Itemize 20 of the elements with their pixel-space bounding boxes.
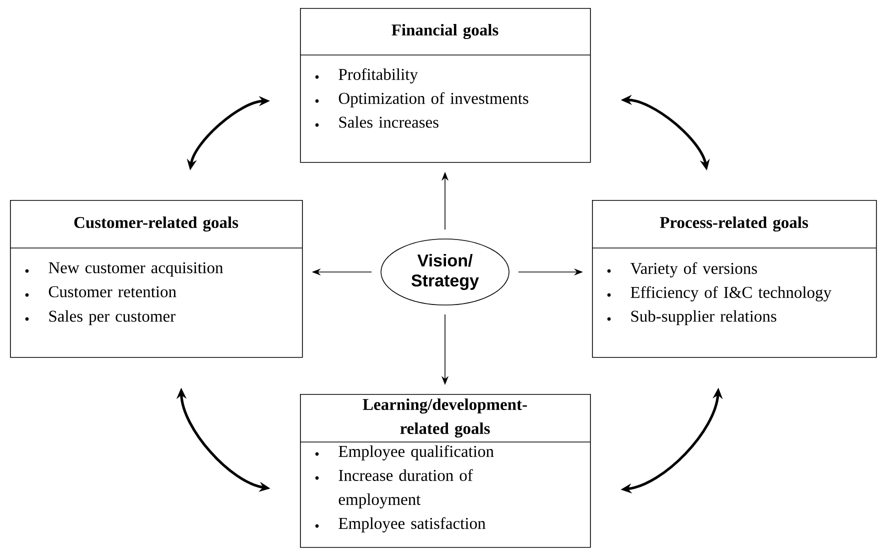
goal-box <box>300 394 591 548</box>
goal-box <box>10 200 303 358</box>
list-item: Employee satisfaction <box>315 517 486 532</box>
list-item: Employee qualification <box>315 445 494 460</box>
list-item: Variety of versions <box>607 262 757 278</box>
list-item: Profitability <box>315 68 418 84</box>
list-item: Sales per customer <box>25 310 176 326</box>
list-item: Optimization of investments <box>315 92 528 108</box>
list-item: Sales increases <box>315 116 438 128</box>
list-item: New customer acquisition <box>25 262 223 277</box>
list-item: Efficiency of I&C technology <box>607 286 832 302</box>
box-heading: Process-related goals <box>660 216 808 232</box>
goal-box <box>300 8 591 163</box>
list-item: Customer retention <box>25 286 176 298</box>
list-item: Sub-supplier relations <box>607 310 776 326</box>
box-heading: Customer-related goals <box>74 216 238 232</box>
box-heading: Financial goals <box>392 24 498 40</box>
list-item: Increase duration of employment <box>315 469 473 508</box>
box-heading: Learning/development-related goals <box>362 398 527 438</box>
goal-box <box>592 200 877 358</box>
